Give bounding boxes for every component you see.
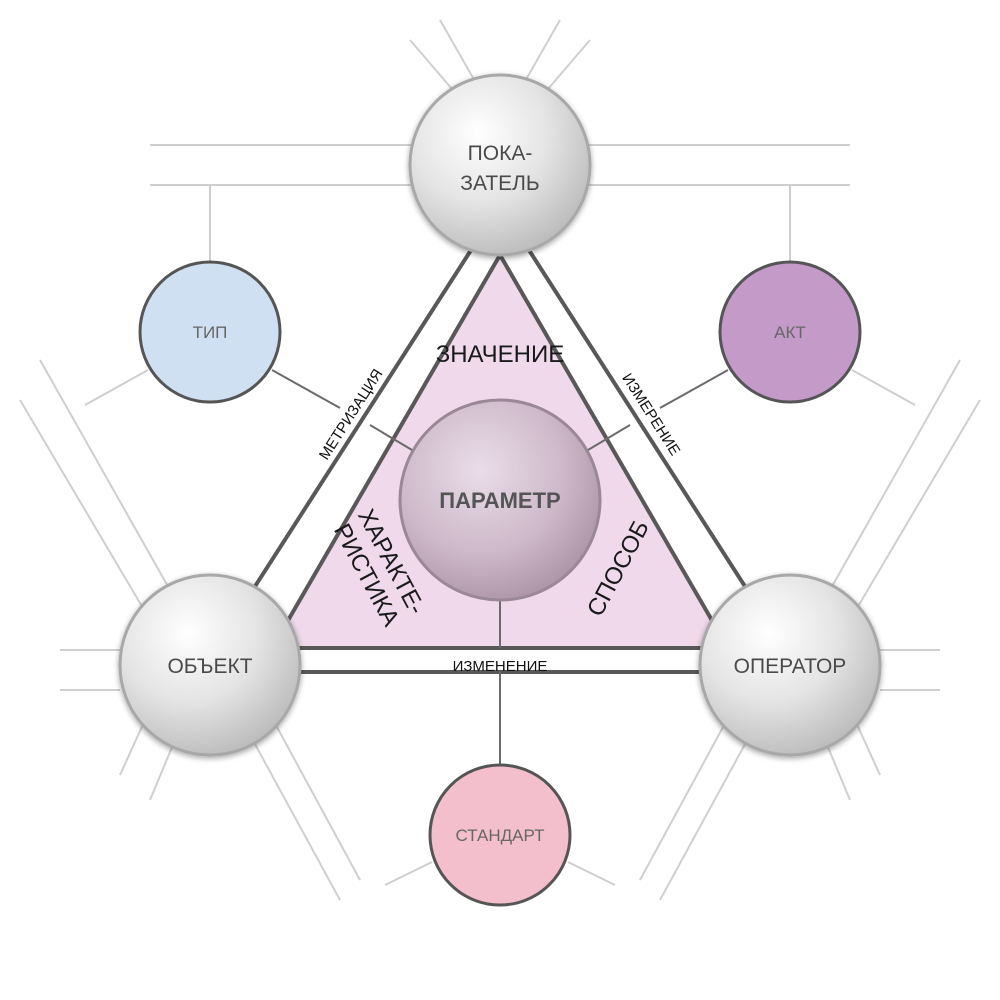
- top-node-label-line2: ЗАТЕЛЬ: [460, 172, 539, 195]
- center-node-label: ПАРАМЕТР: [439, 488, 560, 513]
- satellite-standard-node: [428, 763, 572, 907]
- right-node-label: ОПЕРАТОР: [734, 655, 847, 678]
- satellite-type-node: [138, 260, 282, 404]
- edge-label-bottom: ИЗМЕНЕНИЕ: [453, 658, 548, 675]
- center-node: [398, 398, 602, 602]
- spokes: [369, 424, 631, 648]
- satellite-connectors: [271, 369, 729, 765]
- background-lines: [19, 19, 981, 901]
- satellite-standard-label: СТАНДАРТ: [456, 826, 545, 845]
- left-node-label: ОБЪЕКТ: [167, 655, 252, 678]
- satellite-act-node: [718, 260, 862, 404]
- satellite-type-label: ТИП: [193, 323, 228, 342]
- sector-label-value: ЗНАЧЕНИЕ: [436, 341, 565, 368]
- top-node: [408, 73, 592, 257]
- main-nodes: [118, 73, 882, 757]
- top-node-label-line1: ПОКА-: [468, 142, 533, 165]
- left-node: [118, 573, 302, 757]
- satellite-act-label: АКТ: [774, 323, 806, 342]
- right-node: [698, 573, 882, 757]
